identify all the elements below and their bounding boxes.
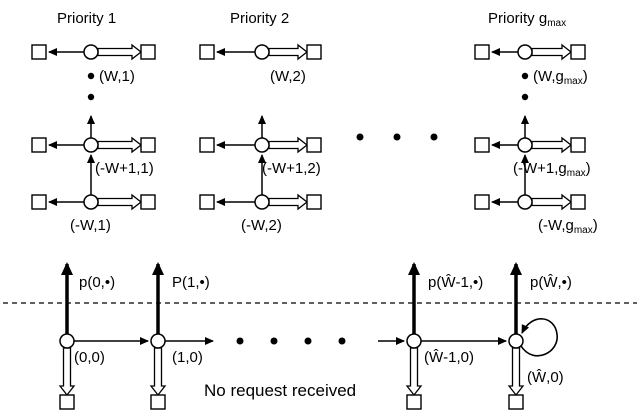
state-row-bottom xyxy=(474,193,586,211)
state-box xyxy=(59,394,75,410)
state-label-bottom: (-W,2) xyxy=(241,217,282,234)
state-row-bottom xyxy=(199,193,322,211)
right-state-box xyxy=(570,137,586,153)
right-hollow-arrow xyxy=(97,193,143,211)
priority-column-gmax: Priority gmax (W,gmax) (-W+1,gmax) xyxy=(474,10,598,236)
state-node xyxy=(517,194,533,210)
right-state-box xyxy=(306,194,322,210)
left-state-box xyxy=(199,137,215,153)
state-label-middle: (-W+1,1) xyxy=(95,160,154,177)
ellipsis-dot xyxy=(87,72,95,80)
state-node xyxy=(83,44,99,60)
state-label-top: (W,1) xyxy=(99,68,135,85)
state-label-top: (W,gmax) xyxy=(533,68,588,87)
state-node xyxy=(59,333,75,349)
probability-label: p(0,•) xyxy=(79,274,115,291)
priority-column-2: Priority 2 (W,2) (-W+1,2) (-W,2) xyxy=(199,10,322,234)
state-label-bottom: (-W,gmax) xyxy=(538,217,598,236)
ellipsis-dot xyxy=(393,133,401,141)
left-state-box xyxy=(31,194,47,210)
state-node xyxy=(254,44,270,60)
state-row-middle xyxy=(31,136,156,154)
state-row-middle xyxy=(199,136,322,154)
state-node xyxy=(83,194,99,210)
ellipsis-dot xyxy=(521,72,529,80)
probability-label: p(Ŵ,•) xyxy=(530,274,572,291)
ellipsis-dot xyxy=(87,93,95,101)
right-hollow-arrow xyxy=(268,43,309,61)
right-state-box xyxy=(140,137,156,153)
state-node xyxy=(254,137,270,153)
state-box xyxy=(150,394,166,410)
column-title: Priority gmax xyxy=(488,10,566,29)
right-hollow-arrow xyxy=(531,43,573,61)
state-label: (Ŵ-1,0) xyxy=(424,349,474,366)
state-label-middle: (-W+1,gmax) xyxy=(513,160,591,179)
state-box xyxy=(508,394,524,410)
ellipsis-dot xyxy=(356,133,364,141)
ellipsis-dot xyxy=(270,337,278,345)
self-loop-arrow xyxy=(520,318,558,357)
column-ellipsis xyxy=(356,133,438,141)
left-state-box xyxy=(474,194,490,210)
state-node xyxy=(517,44,533,60)
state-node xyxy=(150,333,166,349)
state-label-bottom: (-W,1) xyxy=(70,217,111,234)
column-title: Priority 1 xyxy=(57,10,116,27)
down-hollow-arrow xyxy=(405,347,423,397)
left-state-box xyxy=(474,44,490,60)
ellipsis-dot xyxy=(430,133,438,141)
state-label: (Ŵ,0) xyxy=(527,369,564,386)
left-state-box xyxy=(199,194,215,210)
state-row-bottom xyxy=(31,193,156,211)
caption-no-request: No request received xyxy=(204,381,356,400)
state-node xyxy=(508,333,524,349)
right-state-box xyxy=(570,44,586,60)
priority-column-1: Priority 1 (W,1) (-W+1,1) xyxy=(31,10,156,234)
right-state-box xyxy=(140,194,156,210)
column-title: Priority 2 xyxy=(230,10,289,27)
right-hollow-arrow xyxy=(97,43,143,61)
state-row-top xyxy=(199,43,322,61)
left-state-box xyxy=(31,137,47,153)
left-state-box xyxy=(31,44,47,60)
state-label-top: (W,2) xyxy=(270,68,306,85)
ellipsis-dot xyxy=(338,337,346,345)
right-hollow-arrow xyxy=(531,136,573,154)
ellipsis-dot xyxy=(236,337,244,345)
right-hollow-arrow xyxy=(268,193,309,211)
down-hollow-arrow xyxy=(149,347,167,397)
right-hollow-arrow xyxy=(97,136,143,154)
left-state-box xyxy=(474,137,490,153)
right-state-box xyxy=(140,44,156,60)
right-state-box xyxy=(570,194,586,210)
probability-label: p(Ŵ-1,•) xyxy=(428,274,483,291)
left-state-box xyxy=(199,44,215,60)
right-state-box xyxy=(306,44,322,60)
down-hollow-arrow xyxy=(58,347,76,397)
ellipsis-dot xyxy=(521,93,529,101)
state-box xyxy=(406,394,422,410)
state-node xyxy=(83,137,99,153)
state-row-top xyxy=(474,43,586,61)
state-row-top xyxy=(31,43,156,61)
state-node xyxy=(406,333,422,349)
state-node xyxy=(517,137,533,153)
state-node xyxy=(254,194,270,210)
probability-label: P(1,•) xyxy=(172,274,210,291)
right-state-box xyxy=(306,137,322,153)
state-label: (0,0) xyxy=(74,349,105,366)
ellipsis-dot xyxy=(304,337,312,345)
lower-chain: p(0,•) P(1,•) p(Ŵ-1,•) p(Ŵ,•) (0,0) (1 xyxy=(58,262,572,410)
right-hollow-arrow xyxy=(268,136,309,154)
right-hollow-arrow xyxy=(531,193,573,211)
state-row-middle xyxy=(474,136,586,154)
state-label: (1,0) xyxy=(172,349,203,366)
down-hollow-arrow xyxy=(507,347,525,397)
state-label-middle: (-W+1,2) xyxy=(262,160,321,177)
